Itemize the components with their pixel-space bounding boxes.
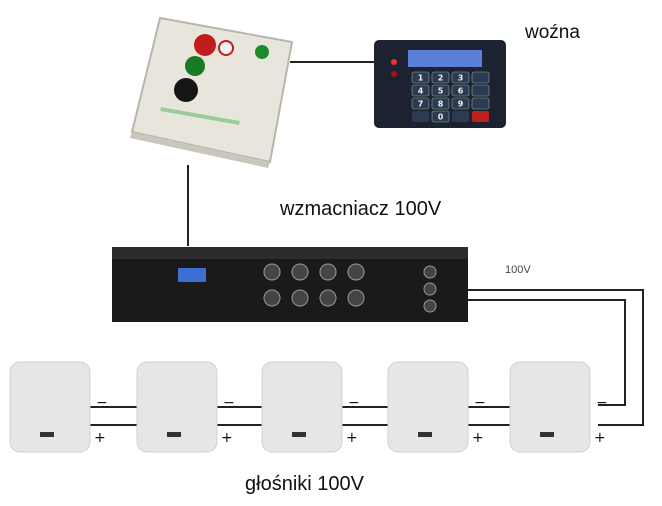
keypad-key-label: 3 (458, 74, 464, 83)
speaker: −+ (509, 361, 608, 453)
volume-knob[interactable] (347, 289, 365, 307)
speaker-badge (292, 432, 306, 437)
wires (88, 61, 644, 426)
keypad-key[interactable] (411, 84, 430, 97)
volume-knob[interactable] (263, 289, 281, 307)
keypad-key-label: 1 (418, 74, 424, 83)
keypad-key[interactable] (431, 71, 450, 84)
volume-knob[interactable] (347, 263, 365, 281)
red-button-icon (194, 34, 216, 56)
plus-sign: + (346, 430, 358, 446)
black-button-icon (174, 78, 198, 102)
amplifier-label: wzmacniacz 100V (280, 198, 442, 220)
keypad-screen (408, 50, 482, 67)
minus-sign: − (348, 395, 360, 411)
volume-knob[interactable] (319, 289, 337, 307)
control-box (130, 16, 294, 168)
volume-knob[interactable] (291, 289, 309, 307)
speaker: −+ (136, 361, 235, 453)
green-button-icon (185, 56, 205, 76)
speaker-badge (418, 432, 432, 437)
speaker-badge (40, 432, 54, 437)
speaker: −+ (261, 361, 360, 453)
keypad-arrow-key[interactable] (471, 71, 490, 84)
volume-knob[interactable] (319, 263, 337, 281)
amplifier-device (112, 247, 468, 322)
plus-sign: + (94, 430, 106, 446)
minus-sign: − (223, 395, 235, 411)
volume-knob[interactable] (291, 263, 309, 281)
speaker-badge (540, 432, 554, 437)
keypad-key-label: 5 (438, 87, 444, 96)
keypad-key[interactable] (451, 84, 470, 97)
minus-sign: − (596, 395, 608, 411)
wire-amplifier-plus (468, 289, 644, 426)
keypad-key[interactable] (451, 97, 470, 110)
keypad-key[interactable] (452, 111, 469, 122)
keypad-key[interactable] (411, 97, 430, 110)
keypad-key-label: 7 (418, 100, 424, 109)
green-light-icon (255, 45, 269, 59)
keypad-label: woźna (525, 22, 580, 43)
keypad-key-label: 2 (438, 74, 444, 83)
keypad-cancel-key[interactable] (472, 111, 489, 122)
keypad-key-label: 6 (458, 87, 464, 96)
keypad-key[interactable] (451, 71, 470, 84)
tone-knob[interactable] (423, 299, 437, 313)
minus-sign: − (474, 395, 486, 411)
keypad-key[interactable] (412, 111, 429, 122)
speaker-badge (167, 432, 181, 437)
tone-knob[interactable] (423, 282, 437, 296)
speaker: −+ (9, 361, 108, 453)
minus-sign: − (96, 395, 108, 411)
keypad-arrow-key[interactable] (471, 84, 490, 97)
keypad-key-label: 0 (438, 113, 444, 122)
led-icon (391, 59, 397, 65)
led-icon (391, 71, 397, 77)
amp-display (178, 268, 206, 282)
indicator-icon (218, 40, 234, 56)
keypad-device: 1 2 3 4 5 6 7 8 9 0 (374, 40, 506, 128)
speaker: −+ (387, 361, 486, 453)
wire-amplifier-minus (468, 299, 626, 406)
plus-sign: + (221, 430, 233, 446)
line-voltage-label: 100V (505, 264, 531, 276)
keypad-key-label: 9 (458, 100, 464, 109)
plus-sign: + (472, 430, 484, 446)
keypad-arrow-key[interactable] (471, 97, 490, 110)
tone-knob[interactable] (423, 265, 437, 279)
keypad-key-label: 8 (438, 100, 444, 109)
keypad-key[interactable] (431, 84, 450, 97)
keypad-key[interactable] (411, 71, 430, 84)
plus-sign: + (594, 430, 606, 446)
keypad-key[interactable] (431, 110, 450, 123)
keypad-key[interactable] (431, 97, 450, 110)
volume-knob[interactable] (263, 263, 281, 281)
keypad-key-label: 4 (418, 87, 424, 96)
speakers-label: głośniki 100V (245, 473, 364, 495)
